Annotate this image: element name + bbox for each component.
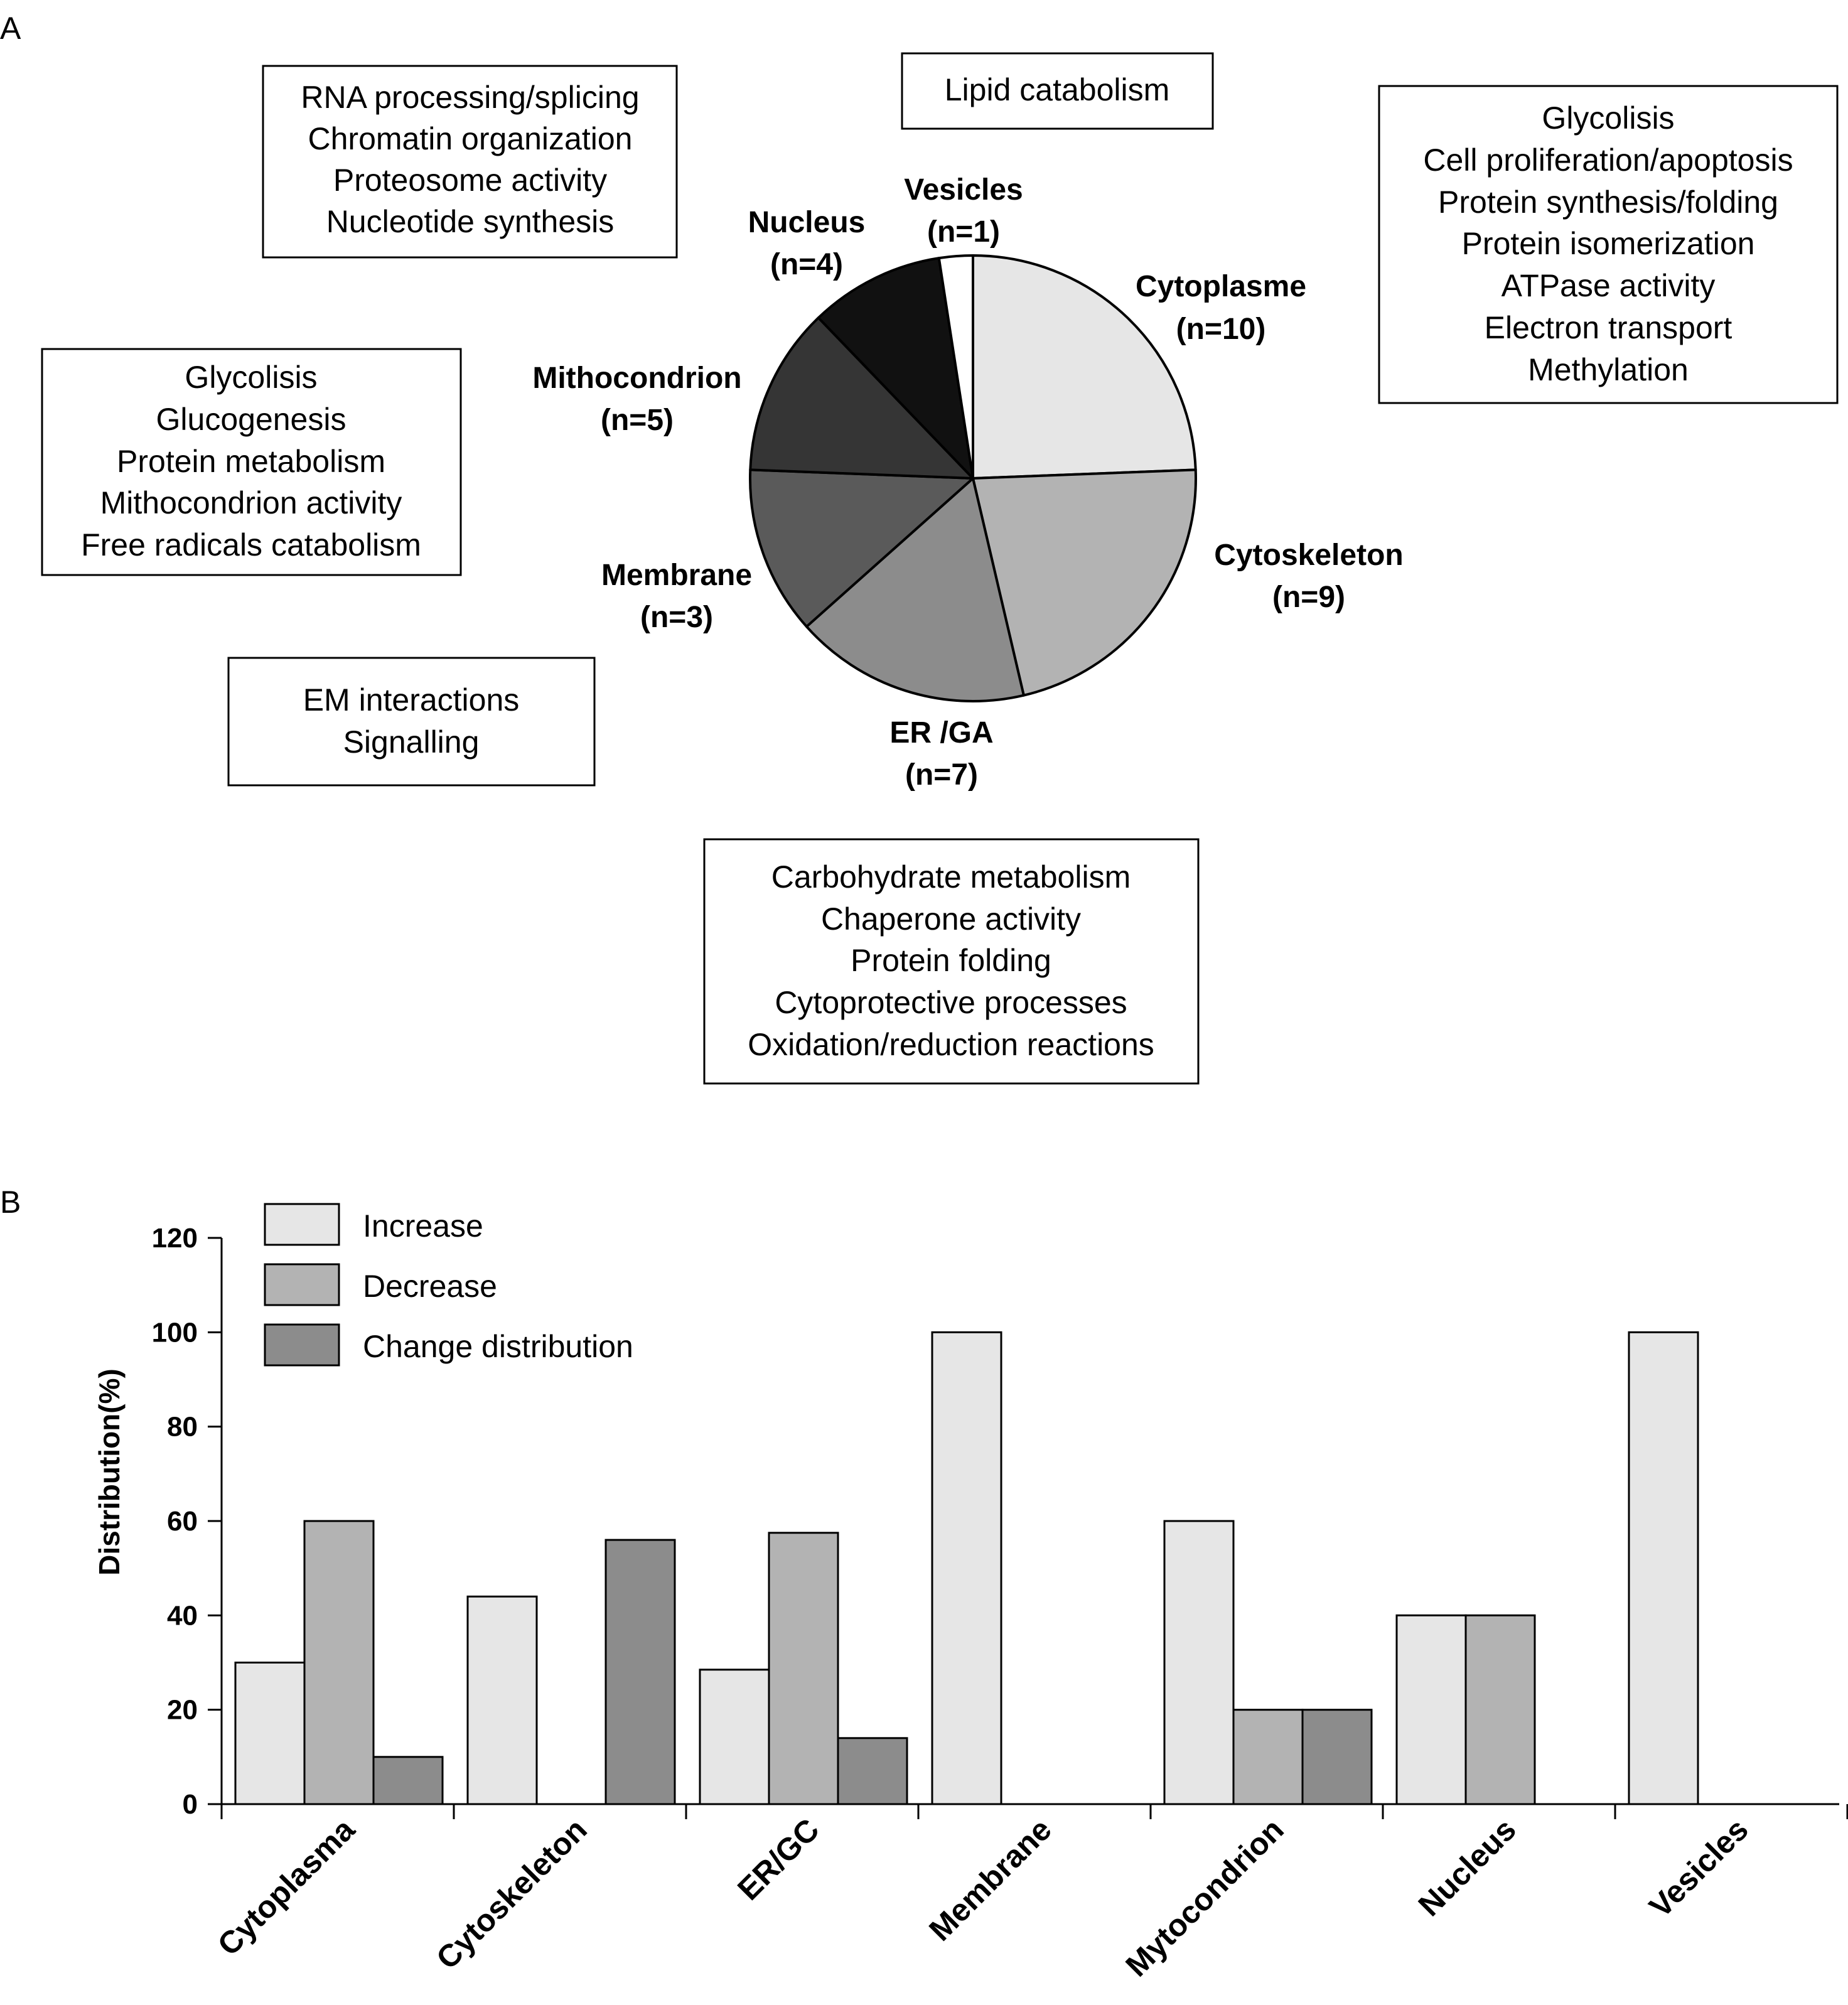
- bar-mytocondrion-change-distribution: [1301, 1709, 1373, 1805]
- function-box-er: Carbohydrate metabolism Chaperone activi…: [703, 838, 1200, 1085]
- function-box-line: Protein folding: [851, 943, 1051, 978]
- pie-count-cytoskeleton: (n=9): [1272, 581, 1345, 614]
- function-box-line: RNA processing/splicing: [301, 80, 639, 115]
- bar-chart: 0 20 40 60 80 100 120 Cytoplasma Cytoskeleton ER…: [93, 1203, 1848, 1983]
- pie-slice-cytoskeleton: [972, 468, 1197, 697]
- pie-label-mithocondrion: Mithocondrion: [532, 362, 741, 395]
- pie-count-er-ga: (n=7): [905, 758, 978, 792]
- pie-count-membrane: (n=3): [640, 601, 713, 634]
- pie-slice-cytoplasme: [972, 254, 1197, 480]
- function-box-line: ATPase activity: [1502, 268, 1716, 303]
- pie-count-vesicles: (n=1): [927, 215, 1000, 249]
- pie-label-nucleus: Nucleus: [748, 206, 866, 239]
- bar-nucleus-decrease: [1464, 1614, 1536, 1805]
- bar-cytoplasma-change-distribution: [372, 1756, 444, 1805]
- function-box-line: Cytoprotective processes: [775, 985, 1127, 1020]
- y-tick-label: 60: [167, 1506, 198, 1537]
- x-category-label-cytoplasma: Cytoplasma: [211, 1811, 362, 1962]
- pie-label-membrane: Membrane: [601, 559, 752, 592]
- function-box-line: Protein synthesis/folding: [1438, 185, 1778, 220]
- function-box-line: Oxidation/reduction reactions: [748, 1027, 1154, 1062]
- bar-cytoskeleton-increase: [466, 1595, 538, 1805]
- function-box-line: Proteosome activity: [333, 163, 607, 198]
- function-box-line: Lipid catabolism: [945, 72, 1170, 107]
- function-box-vesicles: Lipid catabolism: [901, 52, 1214, 130]
- bar-nucleus-increase: [1395, 1614, 1467, 1805]
- y-tick-label: 100: [152, 1317, 198, 1348]
- legend-label-increase: Increase: [363, 1208, 483, 1244]
- pie-chart: Cytoplasme (n=10) Cytoskeleton (n=9) ER …: [532, 173, 1403, 792]
- function-box-membrane: EM interactions Signalling: [227, 657, 596, 787]
- pie-slice-vesicles: [937, 254, 974, 480]
- function-box-line: Chromatin organization: [308, 121, 633, 156]
- legend-swatch-increase: [264, 1203, 340, 1246]
- y-tick-label: 0: [183, 1789, 198, 1820]
- function-box-line: Carbohydrate metabolism: [771, 859, 1131, 895]
- x-category-label-cytoskeleton: Cytoskeleton: [429, 1812, 594, 1976]
- legend-label-change-distribution: Change distribution: [363, 1329, 633, 1364]
- bar-mytocondrion-increase: [1163, 1520, 1235, 1805]
- x-category-label-vesicles: Vesicles: [1643, 1812, 1755, 1924]
- legend-label-decrease: Decrease: [363, 1269, 497, 1304]
- function-box-mithocondrion: Glycolisis Glucogenesis Protein metaboli…: [41, 348, 462, 576]
- function-box-line: Glucogenesis: [156, 402, 346, 437]
- function-box-line: Glycolisis: [185, 360, 317, 395]
- function-box-line: Cell proliferation/apoptosis: [1423, 142, 1793, 178]
- y-axis-label: Distribution(%): [93, 1368, 126, 1576]
- pie-label-cytoplasme: Cytoplasme: [1136, 270, 1306, 303]
- pie-slice-mithocondrion: [749, 316, 974, 480]
- pie-label-cytoskeleton: Cytoskeleton: [1214, 539, 1403, 572]
- function-box-line: Electron transport: [1485, 310, 1732, 345]
- legend-swatch-change-distribution: [264, 1323, 340, 1367]
- function-box-cytoplasme: Glycolisis Cell proliferation/apoptosis …: [1378, 85, 1839, 404]
- function-box-line: Signalling: [343, 724, 480, 760]
- y-tick-label: 40: [167, 1600, 198, 1631]
- pie-slice-er-ga: [805, 477, 1025, 702]
- function-box-line: Free radicals catabolism: [81, 527, 421, 562]
- y-tick-label: 80: [167, 1412, 198, 1443]
- bar-er-gc-change-distribution: [837, 1737, 908, 1805]
- bar-cytoplasma-decrease: [303, 1520, 375, 1805]
- function-box-line: EM interactions: [303, 682, 520, 718]
- pie-count-mithocondrion: (n=5): [601, 404, 674, 437]
- bar-cytoplasma-increase: [234, 1662, 306, 1805]
- pie-count-cytoplasme: (n=10): [1176, 313, 1266, 346]
- pie-count-nucleus: (n=4): [770, 248, 843, 281]
- bar-membrane-increase: [931, 1331, 1002, 1805]
- x-category-label-er-gc: ER/GC: [731, 1812, 826, 1907]
- bar-vesicles-increase: [1628, 1331, 1699, 1805]
- pie-label-er-ga: ER /GA: [889, 716, 993, 750]
- y-tick-label: 120: [152, 1223, 198, 1254]
- function-box-line: Methylation: [1528, 352, 1689, 387]
- panel-a-label: A: [0, 11, 21, 46]
- function-box-line: Chaperone activity: [821, 901, 1081, 937]
- function-box-line: Protein metabolism: [117, 444, 385, 479]
- function-box-nucleus: RNA processing/splicing Chromatin organi…: [262, 65, 678, 259]
- bar-mytocondrion-decrease: [1232, 1709, 1304, 1805]
- bar-cytoskeleton-change-distribution: [604, 1539, 676, 1805]
- function-box-line: Nucleotide synthesis: [326, 204, 615, 239]
- legend-swatch-decrease: [264, 1263, 340, 1306]
- function-box-line: Protein isomerization: [1462, 226, 1755, 261]
- legend: Increase Decrease Change distribution: [264, 1203, 633, 1367]
- panel-b-label: B: [0, 1185, 21, 1220]
- pie-label-vesicles: Vesicles: [904, 173, 1023, 207]
- x-category-label-membrane: Membrane: [922, 1812, 1058, 1947]
- pie-slice-membrane: [749, 468, 974, 628]
- bar-er-gc-decrease: [768, 1532, 839, 1805]
- pie-slice-nucleus: [817, 257, 974, 480]
- function-box-line: Glycolisis: [1542, 100, 1674, 136]
- x-category-label-mytocondrion: Mytocondrion: [1119, 1812, 1290, 1983]
- y-tick-label: 20: [167, 1695, 198, 1726]
- x-category-label-nucleus: Nucleus: [1412, 1812, 1523, 1923]
- function-box-line: Mithocondrion activity: [100, 485, 402, 520]
- bar-er-gc-increase: [699, 1669, 770, 1805]
